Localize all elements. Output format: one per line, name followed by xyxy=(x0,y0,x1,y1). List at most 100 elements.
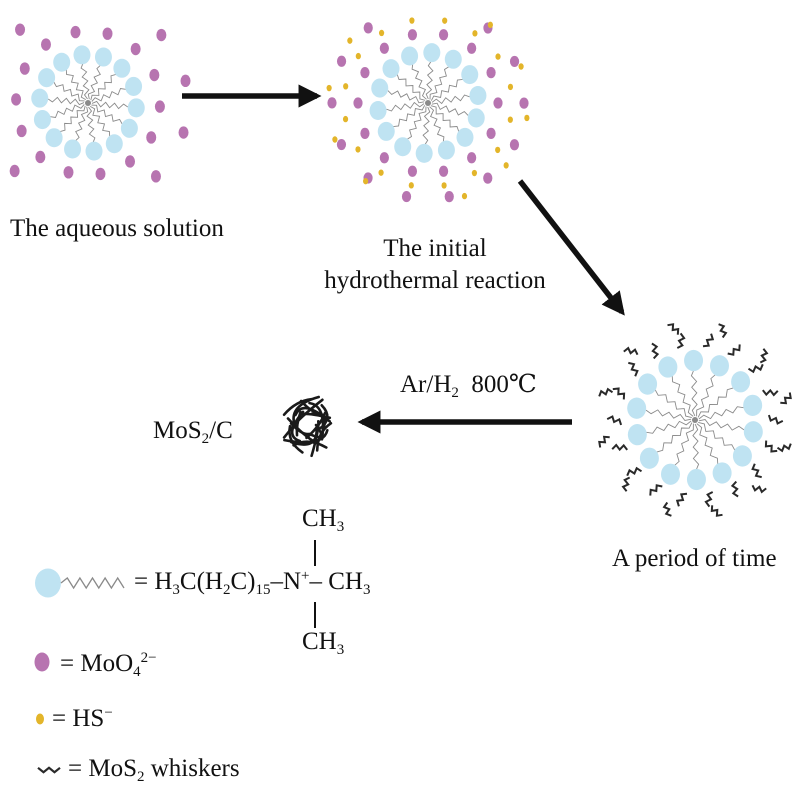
mos2-whisker xyxy=(612,387,626,400)
hs-ion xyxy=(507,83,514,91)
molybdate-ion xyxy=(70,25,81,39)
surfactant-head xyxy=(31,88,49,108)
molybdate-ion xyxy=(379,152,389,164)
mos2-whisker xyxy=(780,392,792,405)
mos2-whisker xyxy=(704,491,714,508)
surfactant-head xyxy=(710,355,730,377)
mos2-whisker xyxy=(702,333,715,348)
surfactant-head xyxy=(660,463,680,485)
molybdate-ion xyxy=(16,124,27,138)
molybdate-ion xyxy=(9,164,20,178)
surfactant-head xyxy=(382,59,400,79)
surfactant-chain xyxy=(53,81,85,102)
surfactant-head xyxy=(53,52,71,72)
hs-ion xyxy=(326,84,332,92)
surfactant-chain xyxy=(411,63,427,100)
surfactant-head xyxy=(743,421,763,443)
hs-ion xyxy=(355,52,361,60)
surfactant-head xyxy=(712,462,732,484)
surfactant-head xyxy=(127,98,145,118)
mos2-whisker xyxy=(651,342,660,360)
surfactant-chain xyxy=(91,87,126,102)
surfactant-head xyxy=(377,121,395,141)
surfactant-chain xyxy=(47,96,85,106)
surfactant-head xyxy=(85,141,103,161)
molybdate-ion xyxy=(11,93,22,106)
molybdate-ion xyxy=(149,68,160,82)
molybdate-ion xyxy=(483,172,493,184)
surfactant-head xyxy=(73,45,91,65)
mos2-whisker xyxy=(649,484,663,496)
surfactant-head xyxy=(743,394,763,416)
mos2-whisker xyxy=(764,440,778,453)
molybdate-ion xyxy=(102,27,113,40)
carbon-fiber xyxy=(282,397,313,416)
mos2-whisker xyxy=(606,415,623,426)
surfactant-head xyxy=(94,47,112,67)
hs-ion xyxy=(495,53,501,60)
molybdate-ion xyxy=(407,29,418,41)
molybdate-ion xyxy=(519,97,529,109)
carbon-fiber xyxy=(315,422,333,452)
surfactant-chain xyxy=(59,105,86,133)
mos2-whisker xyxy=(727,344,741,356)
molybdate-ion xyxy=(509,55,520,68)
molybdate-ion xyxy=(379,42,389,54)
legend-whisker-icon xyxy=(37,766,61,774)
surfactant-chain xyxy=(698,406,744,420)
surfactant-head xyxy=(469,85,487,106)
molybdate-ion xyxy=(336,55,347,67)
molybdate-ion xyxy=(360,67,370,79)
surfactant-chain xyxy=(646,420,692,434)
surfactant-chain xyxy=(429,106,445,143)
molybdate-ion xyxy=(467,152,477,164)
surfactant-chain xyxy=(656,422,693,453)
mos2-whisker xyxy=(676,332,686,349)
surfactant-head xyxy=(627,424,647,446)
product-mos: MoS xyxy=(153,417,202,444)
molybdate-ion xyxy=(438,165,449,177)
mos2-whisker xyxy=(675,492,688,507)
molybdate-ion xyxy=(130,42,141,56)
mos2-whisker xyxy=(662,501,672,517)
surfactant-chain xyxy=(396,74,426,101)
surfactant-head xyxy=(686,468,706,491)
molybdate-ion xyxy=(180,74,191,88)
surfactant-head xyxy=(125,76,143,96)
molybdate-ion xyxy=(438,29,449,41)
surfactant-head xyxy=(461,65,479,85)
label-reaction-condition: Ar/H2 800℃ xyxy=(400,371,537,401)
molybdate-ion xyxy=(35,150,46,164)
molybdate-ion xyxy=(353,97,363,109)
hs-ion xyxy=(507,116,513,123)
molybdate-ion xyxy=(493,97,503,109)
mos2-whisker xyxy=(611,443,628,452)
hs-ion xyxy=(409,17,415,24)
surfactant-chain xyxy=(674,423,694,466)
hs-ion xyxy=(487,21,493,29)
surfactant-chain xyxy=(89,106,111,137)
micelle-core xyxy=(692,417,698,423)
surfactant-chain xyxy=(86,106,96,143)
surfactant-chain xyxy=(671,375,694,417)
legend-molybdate-label: = MoO42− xyxy=(60,650,157,680)
hs-ion xyxy=(378,169,384,176)
hs-ion xyxy=(442,17,448,24)
molybdate-ion xyxy=(486,67,496,79)
surfactant-head xyxy=(627,397,647,419)
molybdate-ion xyxy=(509,139,520,151)
molybdate-ion xyxy=(486,127,496,139)
surfactant-chain xyxy=(90,73,117,101)
surfactant-chain xyxy=(425,60,434,100)
surfactant-head xyxy=(371,78,389,98)
surfactant-head xyxy=(467,108,485,128)
molybdate-ion xyxy=(125,155,136,168)
arrow-initial-to-period xyxy=(517,179,625,316)
surfactant-head xyxy=(38,68,56,88)
product-rest: /C xyxy=(209,417,233,444)
mos2-whisker xyxy=(762,388,779,397)
mos2-whisker xyxy=(626,466,643,477)
mos2-c-product-blob xyxy=(282,395,333,458)
surfactant-head xyxy=(444,49,462,69)
